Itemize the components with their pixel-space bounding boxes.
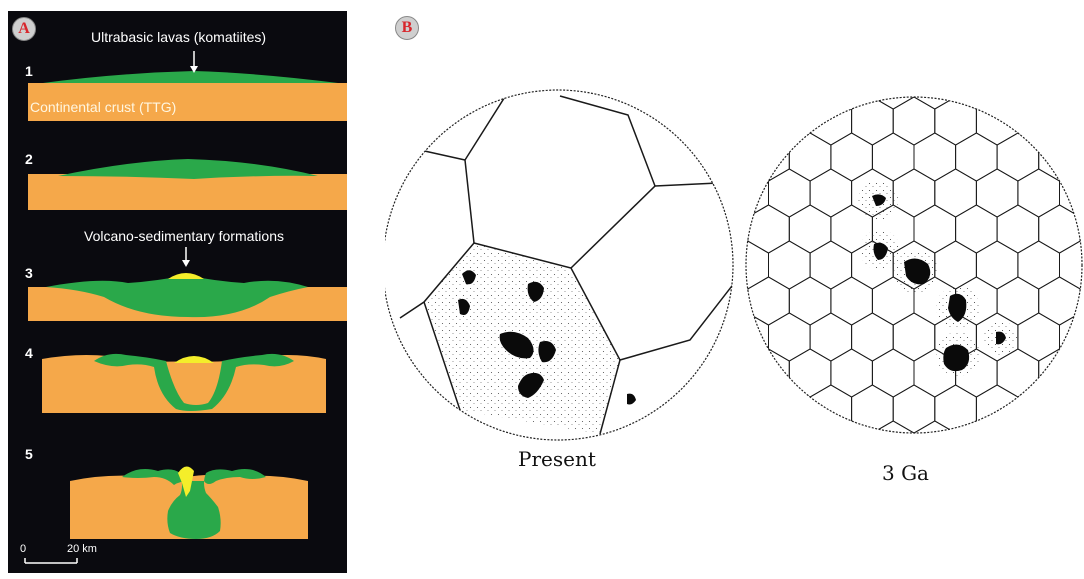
step-4-number: 4: [25, 345, 33, 361]
continental-crust-label: Continental crust (TTG): [30, 99, 176, 115]
komatiite-flow-1: [43, 71, 338, 83]
step-5-section: [70, 466, 308, 539]
step-1-number: 1: [25, 63, 33, 79]
step-3-section: [28, 247, 347, 321]
hex-plate: [956, 61, 998, 109]
present-sphere: [385, 90, 735, 440]
arrow-head-3: [182, 260, 190, 267]
hex-plate: [831, 61, 873, 109]
komatiite-label: Ultrabasic lavas (komatiites): [91, 29, 266, 45]
panel-a-badge: A: [12, 17, 36, 41]
hex-plate: [956, 421, 998, 469]
step-5-number: 5: [25, 446, 33, 462]
crust-block-2: [28, 174, 347, 210]
crust-evolution-diagram: [8, 11, 347, 573]
plate-tessellation-spheres: [385, 0, 1084, 574]
present-caption: Present: [518, 447, 596, 471]
three-ga-sphere: [706, 61, 1084, 469]
scale-bar: [25, 558, 77, 563]
sediment-lens-4: [174, 356, 214, 363]
three-ga-caption: 3 Ga: [882, 461, 929, 485]
scale-start-label: 0: [20, 543, 26, 555]
scale-end-label: 20 km: [67, 543, 97, 555]
step-3-number: 3: [25, 265, 33, 281]
hex-plate: [769, 385, 811, 433]
panel-b: [385, 0, 1084, 574]
hex-plate: [831, 421, 873, 469]
sediment-lens-3: [168, 273, 204, 279]
hex-plate: [769, 97, 811, 145]
step-2-number: 2: [25, 151, 33, 167]
step-2-section: [28, 159, 347, 210]
volcano-sedimentary-label: Volcano-sedimentary formations: [84, 228, 284, 244]
panel-a: A Ultrabasic lavas (komatiites) 1 Contin…: [8, 11, 347, 573]
step-4-section: [42, 354, 326, 413]
